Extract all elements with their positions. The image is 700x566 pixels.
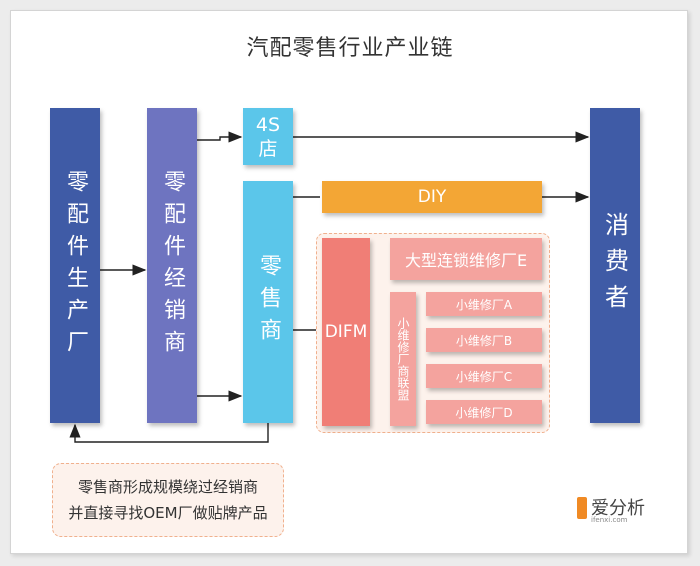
node-small-alliance-label: 小维修厂商联盟 [396,317,410,401]
node-small-b: 小维修厂B [426,328,542,352]
node-chain-repair-label: 大型连锁维修厂E [404,251,528,270]
node-chain-repair: 大型连锁维修厂E [390,238,542,280]
node-small-c-label: 小维修厂C [455,369,513,384]
node-4s-store: 4S 店 [243,108,293,165]
node-retailer: 零售商 [243,181,293,423]
arrow-retail-to-mfr [69,423,269,443]
node-manufacturer: 零配件生产厂 [50,108,100,423]
note-box: 零售商形成规模绕过经销商 并直接寻找OEM厂做贴牌产品 [52,463,284,537]
logo-site: ifenxi.com [591,516,628,524]
diagram-title: 汽配零售行业产业链 [246,36,454,61]
node-difm-label: DIFM [324,322,368,342]
node-small-d: 小维修厂D [426,400,542,424]
node-diy-label: DIY [417,187,447,207]
node-small-c: 小维修厂C [426,364,542,388]
node-small-a: 小维修厂A [426,292,542,316]
node-small-b-label: 小维修厂B [455,333,513,348]
node-small-alliance: 小维修厂商联盟 [390,292,416,426]
node-distributor-label: 零配件经销商 [160,169,185,362]
node-diy: DIY [322,181,542,213]
node-distributor: 零配件经销商 [147,108,197,423]
note-line2: 并直接寻找OEM厂做贴牌产品 [68,504,268,522]
logo-mark-icon [577,497,587,519]
arrow-dist-to-4s [197,131,243,143]
node-difm: DIFM [322,238,370,426]
node-4s-line2: 店 [258,137,278,160]
node-retailer-label: 零售商 [256,254,281,350]
note-line1: 零售商形成规模绕过经销商 [77,478,258,496]
node-small-d-label: 小维修厂D [455,405,513,420]
node-consumer: 消费者 [590,108,640,423]
node-4s-line1: 4S [255,113,281,136]
node-consumer-label: 消费者 [600,211,629,320]
node-small-a-label: 小维修厂A [455,297,513,312]
node-manufacturer-label: 零配件生产厂 [63,169,88,362]
brand-logo: 爱分析 ifenxi.com [577,494,667,524]
logo-name: 爱分析 [591,498,645,519]
